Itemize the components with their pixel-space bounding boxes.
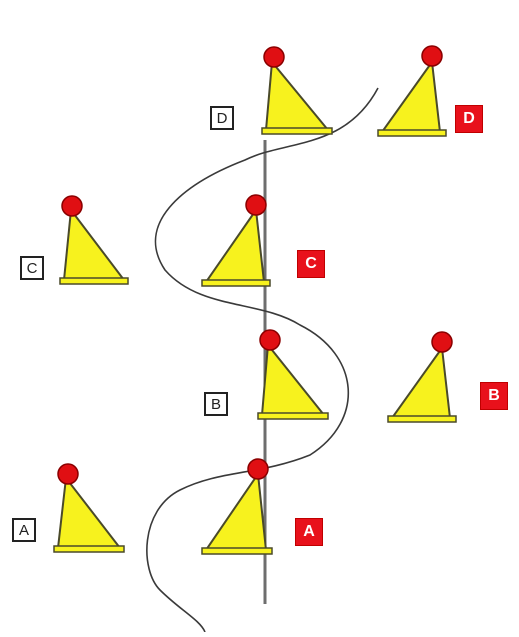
gate-label-right-a: A [295, 518, 323, 546]
gate-label-left-b: B [204, 392, 228, 416]
gate-label-left-d: D [210, 106, 234, 130]
cone-left-a [54, 464, 124, 552]
gate-label-right-b: B [480, 382, 508, 410]
gate-label-right-d: D [455, 105, 483, 133]
cone-center-c [202, 195, 270, 286]
cone-right-b [388, 332, 456, 422]
gate-label-right-c: C [297, 250, 325, 278]
cone-right-d [378, 46, 446, 136]
cone-center-d [262, 47, 332, 134]
cone-left-c [60, 196, 128, 284]
cone-center-b [258, 330, 328, 419]
gate-label-left-c: C [20, 256, 44, 280]
gate-label-left-a: A [12, 518, 36, 542]
